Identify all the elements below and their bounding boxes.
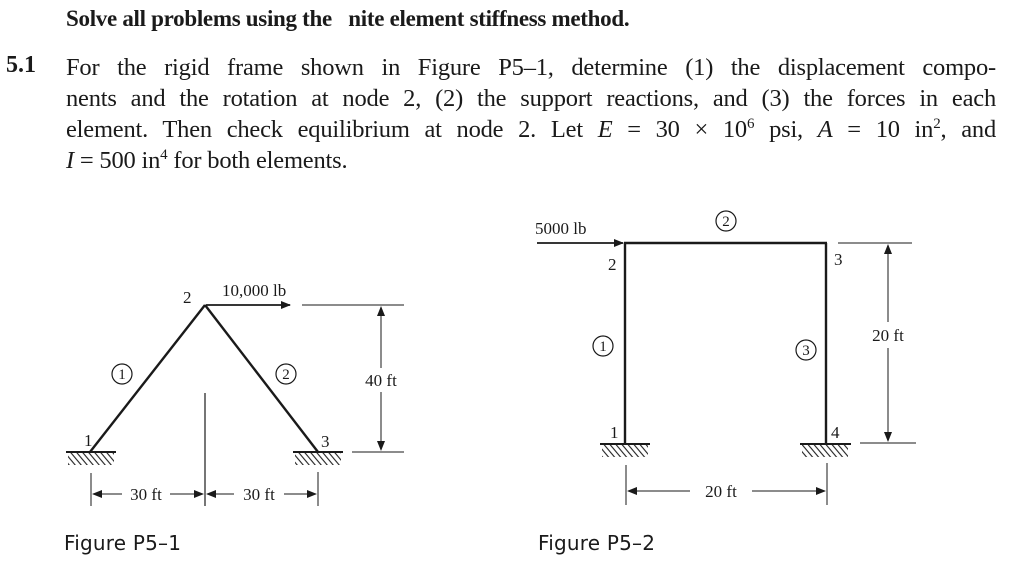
svg-text:2: 2 [282,367,290,383]
element-2-marker: 2 [275,363,297,385]
load-label: 10,000 lb [222,281,286,300]
span-dimension-label: 20 ft [705,482,737,501]
element-2-member [204,304,319,453]
figure-p5-2: 5000 lb 2 3 1 4 1 2 3 20 ft 20 ft [535,210,916,505]
node-label: 2 [608,255,617,274]
node-label: 3 [321,432,330,451]
height-dimension-label: 20 ft [872,326,904,345]
node-label: 2 [183,288,192,307]
problem-line-1: For the rigid frame shown in Figure P5–1… [66,54,996,81]
element-2-marker: 2 [715,210,737,232]
problem-number: 5.1 [6,52,36,78]
node-label: 1 [84,431,93,450]
element-1-marker: 1 [592,335,614,357]
node-label: 1 [610,423,619,442]
element-3-marker: 3 [795,339,817,361]
right-span-label: 30 ft [243,485,275,504]
node-label: 3 [834,250,843,269]
node-label: 4 [831,423,840,442]
element-1-member [89,304,206,453]
fixed-support-node-1-icon [66,451,116,465]
element-1-marker: 1 [111,363,133,385]
svg-text:2: 2 [722,214,730,230]
left-span-label: 30 ft [130,485,162,504]
height-dimension-label: 40 ft [365,371,397,390]
fixed-support-node-3-icon [293,451,343,465]
svg-text:1: 1 [118,367,126,383]
load-label: 5000 lb [535,219,586,238]
instructions-heading: Solve all problems using the nite elemen… [66,6,630,31]
figure-p5-1-caption: Figure P5–1 [64,531,182,555]
problem-line-3: element. Then check equilibrium at node … [66,116,997,143]
figure-p5-2-caption: Figure P5–2 [538,531,656,555]
problem-line-2: nents and the rotation at node 2, (2) th… [66,85,996,112]
problem-statement: For the rigid frame shown in Figure P5–1… [66,52,996,176]
svg-text:3: 3 [802,343,810,359]
figure-p5-1: 10,000 lb 2 1 3 1 2 40 ft 30 ft 30 ft [66,281,404,506]
fixed-support-node-1-icon [600,443,650,457]
svg-text:1: 1 [599,339,607,355]
fixed-support-node-4-icon [800,443,851,457]
problem-line-4: I = 500 in4 for both elements. [66,147,348,174]
